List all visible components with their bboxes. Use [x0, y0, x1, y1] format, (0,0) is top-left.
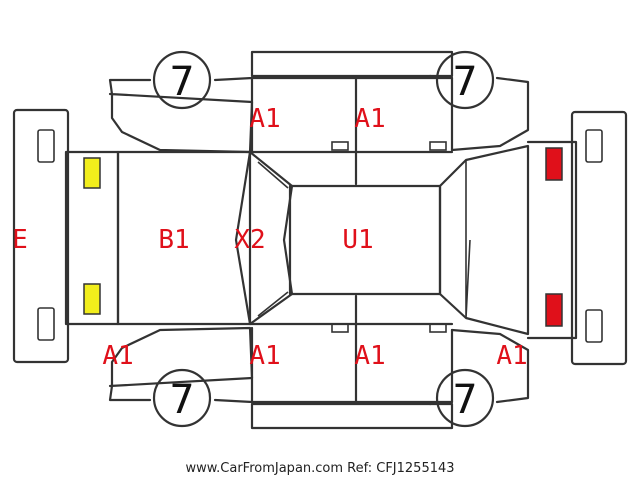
label-bottom-rear-door: A1	[354, 341, 385, 371]
rear-light-top	[545, 147, 563, 181]
front-light-top	[83, 157, 101, 189]
tire-rear-left-label: 7	[452, 59, 477, 105]
label-roof: U1	[342, 225, 373, 255]
tire-rear-right: 7	[435, 368, 495, 428]
tire-front-right: 7	[152, 368, 212, 428]
tire-rear-right-label: 7	[452, 377, 477, 423]
label-bottom-front-door: A1	[249, 341, 280, 371]
rear-bumper	[570, 110, 628, 366]
tire-front-left-label: 7	[169, 59, 194, 105]
label-bottom-front-fender: A1	[102, 341, 133, 371]
label-front-bumper: E	[12, 225, 28, 255]
tire-front-left: 7	[152, 50, 212, 110]
tire-front-right-label: 7	[169, 377, 194, 423]
rear-light-bottom	[545, 293, 563, 327]
label-top-front-door: A1	[249, 104, 280, 134]
label-hood: B1	[158, 225, 189, 255]
front-bumper	[12, 108, 70, 364]
label-windshield: X2	[234, 225, 265, 255]
label-top-rear-door: A1	[354, 104, 385, 134]
label-bottom-rear-fender: A1	[496, 341, 527, 371]
bottom-side-outline	[108, 294, 530, 430]
footer-reference: www.CarFromJapan.com Ref: CFJ1255143	[185, 461, 454, 476]
front-light-bottom	[83, 283, 101, 315]
tire-rear-left: 7	[435, 50, 495, 110]
top-view-body	[64, 140, 578, 340]
